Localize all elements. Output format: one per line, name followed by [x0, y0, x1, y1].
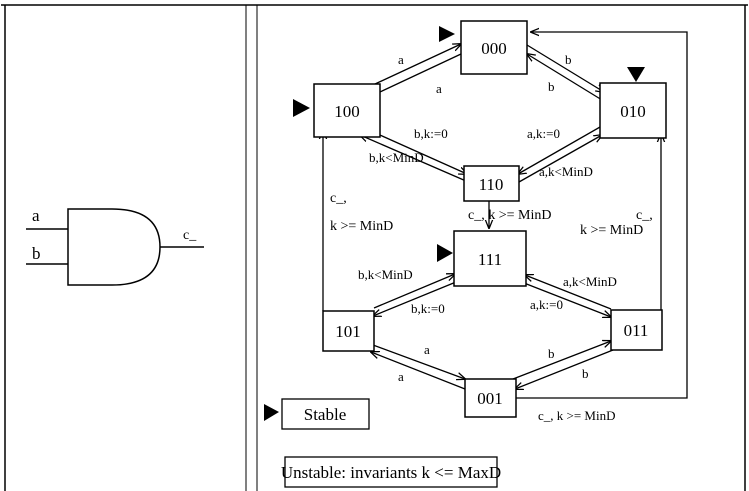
legend-unstable-box — [284, 456, 498, 488]
state-111-box — [453, 230, 527, 287]
label-011-to-111: a,k<MinD — [563, 274, 617, 289]
label-110-to-111: c_, k >= MinD — [468, 208, 551, 223]
stable-marker-010 — [627, 67, 645, 82]
state-110-box — [463, 165, 520, 202]
label-001-to-000: c_, k >= MinD — [538, 408, 616, 423]
edge-011-to-001 — [515, 349, 614, 389]
label-101-to-001: a — [424, 342, 430, 357]
state-011-label: 011 — [624, 321, 649, 340]
stable-markers — [264, 26, 645, 421]
edge-101-to-001 — [372, 344, 465, 379]
edge-111-to-101 — [373, 281, 457, 316]
state-111-label: 111 — [478, 250, 502, 269]
label-100-to-000: a — [398, 52, 404, 67]
label-110-to-100: b,k<MinD — [369, 150, 424, 165]
edge-110-to-100 — [360, 135, 467, 182]
gate-output-label: c_ — [183, 228, 197, 243]
label-000-to-010: b — [565, 52, 572, 67]
label-101-to-100-k: k >= MinD — [330, 219, 393, 234]
state-110-label: 110 — [479, 175, 504, 194]
legend-stable-label: Stable — [304, 405, 347, 424]
transitions — [323, 32, 688, 399]
state-boxes — [313, 20, 667, 418]
edge-100-to-000 — [359, 44, 461, 92]
state-011-box — [610, 309, 663, 351]
label-111-to-011: a,k:=0 — [530, 297, 563, 312]
label-001-to-101: a — [398, 369, 404, 384]
edge-010-to-110 — [518, 126, 601, 174]
label-101-to-111: b,k:=0 — [411, 301, 445, 316]
state-101-box — [322, 310, 375, 352]
state-010-label: 010 — [620, 102, 646, 121]
legend-unstable-label: Unstable: invariants k <= MaxD — [281, 463, 501, 482]
edge-001-to-000 — [515, 32, 688, 399]
legend-stable-marker — [264, 404, 279, 421]
edge-110-to-010 — [518, 135, 602, 183]
label-011-to-010-k: k >= MinD — [580, 223, 643, 238]
edge-000-to-010 — [526, 44, 604, 92]
label-111-to-101: b,k<MinD — [358, 267, 413, 282]
and-gate — [26, 208, 204, 286]
state-000-box — [460, 20, 528, 75]
label-000-to-100: a — [436, 81, 442, 96]
label-001-to-011: b — [548, 346, 555, 361]
label-011-to-001: b — [582, 366, 589, 381]
edge-001-to-011 — [512, 341, 611, 380]
edge-101-to-111 — [373, 274, 455, 309]
label-100-to-110: b,k:=0 — [414, 126, 448, 141]
edge-010-to-000 — [527, 54, 603, 101]
label-101-to-100-c: c_, — [330, 191, 347, 206]
label-010-to-000: b — [548, 79, 555, 94]
gate-input-a-label: a — [32, 206, 40, 225]
stable-marker-111 — [437, 244, 453, 262]
stable-marker-100 — [293, 99, 310, 117]
gate-input-b-label: b — [32, 244, 41, 263]
edge-000-to-100 — [365, 53, 462, 99]
state-001-box — [464, 378, 517, 418]
edge-011-to-111 — [525, 275, 612, 310]
stable-marker-000 — [439, 26, 455, 42]
label-011-to-010-c: c_, — [636, 208, 653, 223]
state-100-box — [313, 83, 381, 138]
state-101-label: 101 — [335, 322, 361, 341]
edge-001-to-101 — [371, 352, 466, 390]
edge-111-to-011 — [523, 282, 611, 317]
state-010-box — [599, 82, 667, 139]
legend: Stable Unstable: invariants k <= MaxD — [281, 398, 501, 488]
state-100-label: 100 — [334, 102, 360, 121]
legend-stable-box — [281, 398, 370, 430]
label-010-to-110: a,k:=0 — [527, 126, 560, 141]
state-001-label: 001 — [477, 389, 503, 408]
label-110-to-010: a,k<MinD — [539, 164, 593, 179]
table-frame — [1, 4, 748, 491]
state-000-label: 000 — [481, 39, 507, 58]
